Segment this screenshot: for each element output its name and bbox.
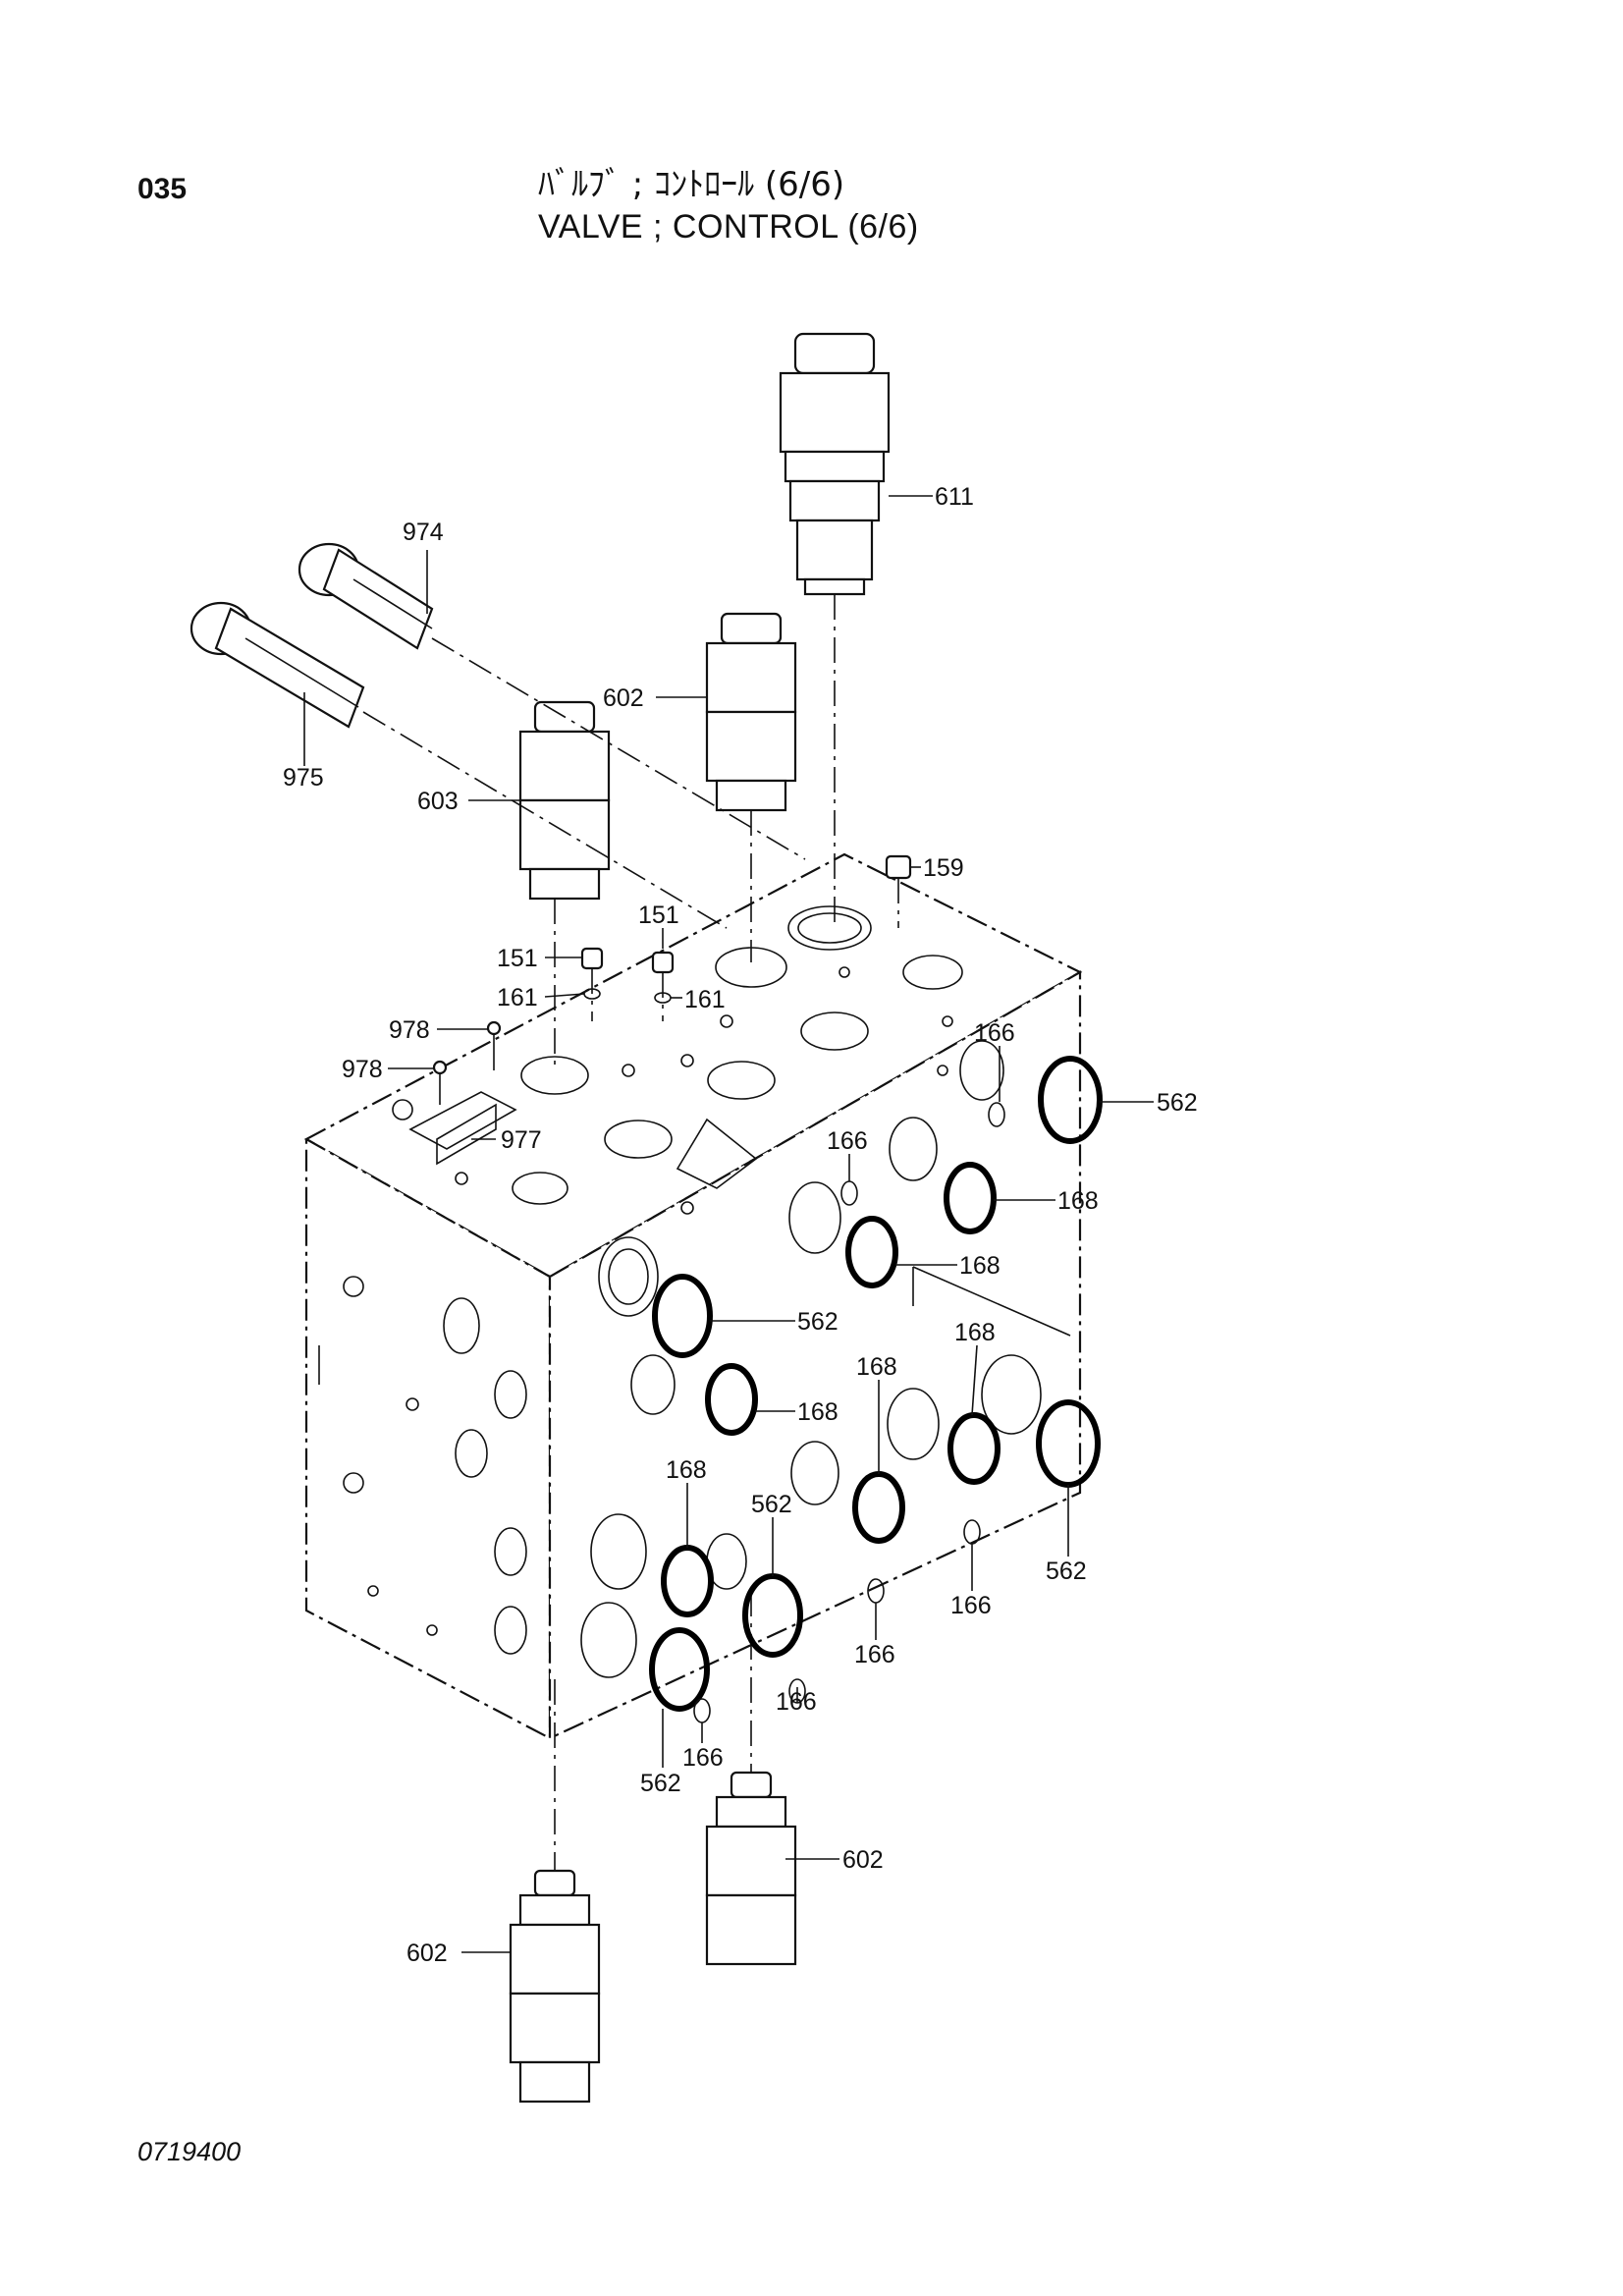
callout-562-c: 562 — [751, 1491, 792, 1518]
callout-labels: 611 974 975 602 603 159 151 151 161 161 … — [283, 483, 1198, 1967]
bolt-975 — [189, 601, 365, 729]
side-face-ports — [343, 1040, 1042, 1678]
callout-602-upper: 602 — [603, 684, 644, 712]
callout-562-b: 562 — [797, 1308, 839, 1336]
callout-562-a: 562 — [1157, 1089, 1198, 1117]
callout-168-f: 168 — [666, 1456, 707, 1484]
callout-159: 159 — [923, 854, 964, 882]
page-number: 035 — [137, 173, 188, 205]
leader-lines — [303, 495, 1154, 1953]
callout-151-left: 151 — [497, 945, 538, 972]
callout-161-right: 161 — [684, 986, 726, 1013]
callout-978-upper: 978 — [389, 1016, 430, 1044]
callout-611: 611 — [935, 483, 974, 511]
plate-977 — [408, 1091, 517, 1150]
callout-166-a: 166 — [974, 1019, 1015, 1047]
callout-168-b: 168 — [959, 1252, 1001, 1280]
relief-valve-611 — [779, 332, 891, 596]
callout-168-d: 168 — [856, 1353, 897, 1381]
cartridge-603 — [518, 700, 611, 901]
top-face-ports — [392, 905, 963, 1215]
cartridge-602-upper — [705, 612, 797, 812]
callout-166-c: 166 — [950, 1592, 992, 1619]
cartridge-602-lower-left — [509, 1869, 601, 2104]
callout-166-b: 166 — [827, 1127, 868, 1155]
callout-166-e: 166 — [776, 1688, 817, 1716]
title-english: VALVE ; CONTROL (6/6) — [538, 208, 919, 246]
callout-975: 975 — [283, 764, 324, 792]
bolt-974 — [298, 542, 434, 650]
callout-602-lower-left: 602 — [406, 1940, 448, 1967]
plug-159 — [885, 854, 912, 880]
callout-977: 977 — [501, 1126, 542, 1154]
callout-168-e: 168 — [797, 1398, 839, 1426]
title-japanese: ﾊﾞﾙﾌﾞ ; ｺﾝﾄﾛｰﾙ (6/6) — [538, 165, 845, 204]
callout-166-d: 166 — [854, 1641, 895, 1668]
document-code: 0719400 — [137, 2137, 242, 2166]
callout-978-lower: 978 — [342, 1056, 383, 1083]
callout-161-left: 161 — [497, 984, 538, 1011]
callout-562-d: 562 — [1046, 1558, 1087, 1585]
callout-602-lower-right: 602 — [842, 1846, 884, 1874]
callout-168-a: 168 — [1057, 1187, 1099, 1215]
callout-562-e: 562 — [640, 1770, 681, 1797]
callout-151-right: 151 — [638, 902, 679, 929]
callout-166-f: 166 — [682, 1744, 724, 1772]
callout-974: 974 — [403, 519, 444, 546]
callout-168-c: 168 — [954, 1319, 996, 1346]
o-rings — [649, 1056, 1103, 1723]
pins-978 — [432, 1020, 502, 1105]
cartridge-602-lower-right — [705, 1771, 797, 1966]
callout-603: 603 — [417, 788, 459, 815]
